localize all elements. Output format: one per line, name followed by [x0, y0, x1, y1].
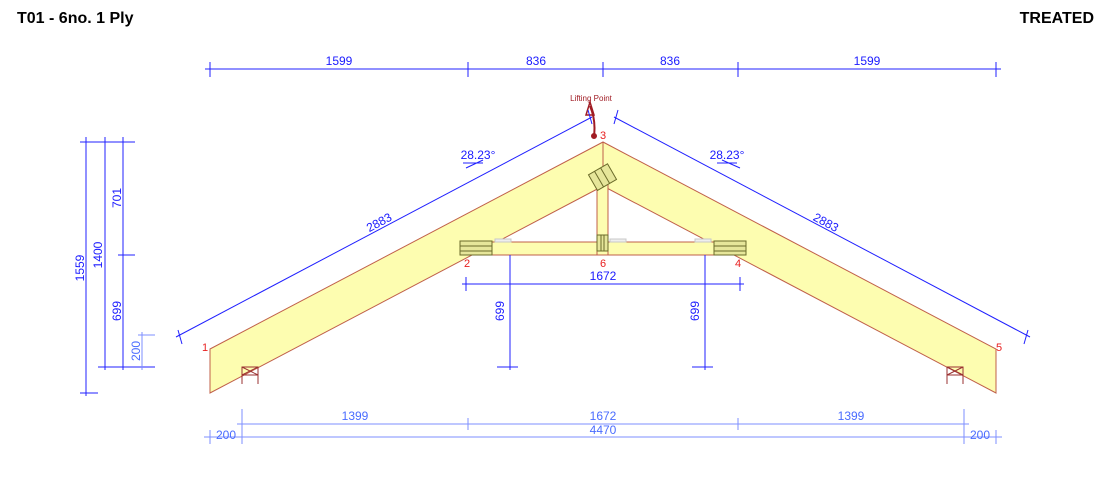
- bottom-dimension-lines: [204, 409, 1002, 444]
- top-dim-1: 1599: [326, 54, 353, 68]
- node-2: 2: [464, 258, 470, 270]
- heel-plate-left: [459, 240, 493, 256]
- post-height-left: 699: [493, 301, 507, 321]
- lifting-point-icon: [584, 99, 597, 139]
- bearing-left: [241, 366, 259, 384]
- lifting-point-label: Lifting Point: [570, 94, 613, 103]
- bottom-dim-200-right: 200: [970, 428, 990, 442]
- node-1: 1: [202, 342, 208, 354]
- post-height-right: 699: [688, 301, 702, 321]
- nail-plates: [494, 238, 712, 243]
- bearing-right: [946, 366, 964, 384]
- bottom-dim-1399-right: 1399: [838, 409, 865, 423]
- heel-height-dim: 200: [129, 341, 143, 361]
- rafter-length-right: 2883: [811, 210, 841, 235]
- top-dimension-line: [205, 62, 1001, 77]
- tie-span-dim: 1672: [590, 269, 617, 283]
- bottom-dim-4470: 4470: [590, 423, 617, 437]
- bottom-dim-1399-left: 1399: [342, 409, 369, 423]
- post-plate: [596, 234, 609, 252]
- heel-dimension-line: [138, 332, 155, 370]
- bottom-dim-1672: 1672: [590, 409, 617, 423]
- node-3: 3: [600, 130, 606, 142]
- inner-dimension-lines: [462, 255, 744, 370]
- node-5: 5: [996, 342, 1002, 354]
- upper-height-dim: 701: [110, 188, 124, 208]
- left-dimension-lines: [80, 137, 155, 396]
- pitch-right: 28.23°: [710, 148, 745, 162]
- lower-height-dim: 699: [110, 301, 124, 321]
- top-dim-2: 836: [526, 54, 546, 68]
- node-6: 6: [600, 258, 606, 270]
- overall-height-dim: 1559: [73, 254, 87, 281]
- apex-plate: [587, 163, 618, 192]
- bottom-dim-200-left: 200: [216, 428, 236, 442]
- heel-plate-right: [713, 240, 747, 256]
- rafter-dimension-lines: [175, 109, 1031, 345]
- height-dim: 1400: [91, 241, 105, 268]
- top-dim-3: 836: [660, 54, 680, 68]
- top-dim-4: 1599: [854, 54, 881, 68]
- treatment-label: TREATED: [1019, 10, 1094, 27]
- pitch-left: 28.23°: [461, 148, 496, 162]
- truss-title: T01 - 6no. 1 Ply: [17, 10, 134, 27]
- rafter-length-left: 2883: [364, 210, 394, 235]
- node-4: 4: [735, 258, 741, 270]
